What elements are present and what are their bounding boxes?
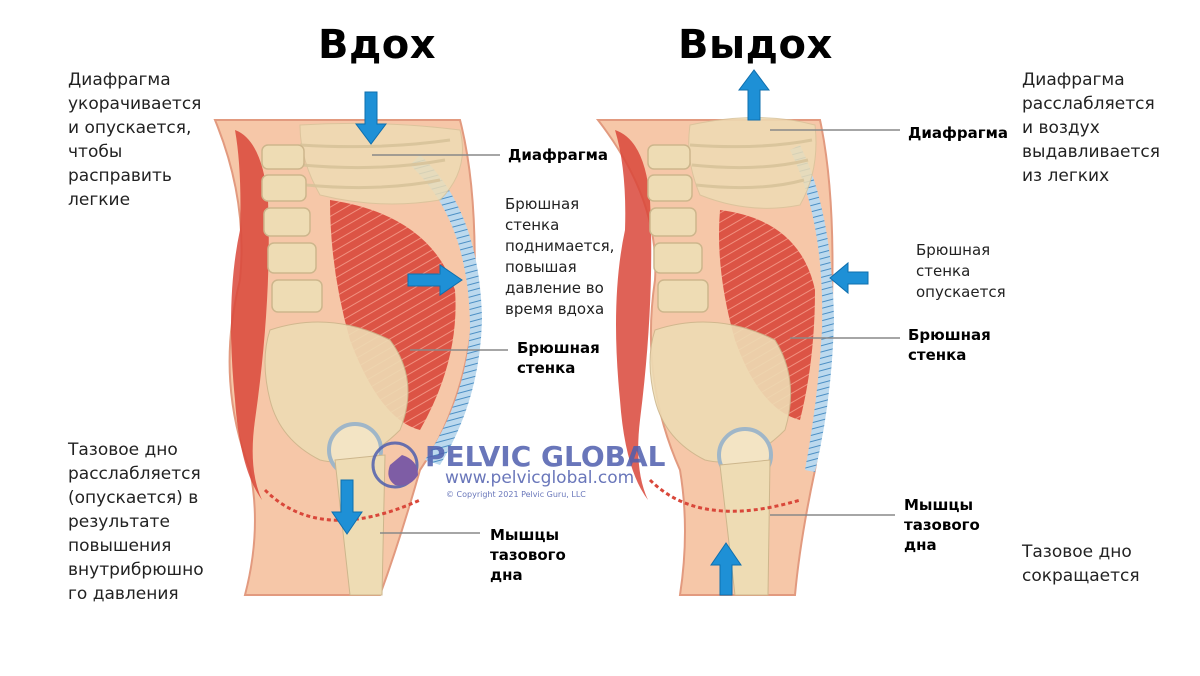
inhale-label-abdominal: Брюшная стенка: [517, 339, 600, 377]
watermark-copyright: © Copyright 2021 Pelvic Guru, LLC: [446, 490, 586, 499]
exhale-back-muscle: [615, 130, 652, 500]
exhale-diaphragm-note: Диафрагма расслабляется и воздух выдавли…: [1022, 70, 1160, 186]
watermark-logo-icon: [371, 441, 419, 489]
exhale-abdominal-in-arrow: [829, 261, 869, 295]
exhale-pelvic-up-arrow: [710, 542, 742, 596]
exhale-pelvic-floor: [648, 478, 801, 513]
inhale-abdominal-out-arrow: [407, 264, 463, 296]
exhale-pelvic-note: Тазовое дно сокращается: [1022, 542, 1140, 586]
inhale-pelvic-note: Тазовое дно расслабляется (опускается) в…: [68, 440, 204, 604]
inhale-back-muscle: [231, 130, 269, 500]
exhale-arrows: [710, 69, 869, 596]
inhale-pelvic-floor: [263, 488, 421, 522]
inhale-diaphragm-down-arrow: [355, 91, 387, 145]
exhale-abdominal-note: Брюшная стенка опускается: [916, 241, 1006, 301]
exhale-figure: [595, 69, 900, 596]
inhale-diaphragm-note: Диафрагма укорачивается и опускается, чт…: [68, 70, 202, 210]
inhale-label-pelvic: Мышцы тазового дна: [490, 526, 566, 584]
exhale-label-abdominal: Брюшная стенка: [908, 326, 991, 364]
inhale-arrows: [331, 91, 463, 535]
exhale-leader-lines: [770, 129, 900, 516]
inhale-title: Вдох: [318, 22, 437, 68]
inhale-leader-lines: [372, 154, 508, 534]
inhale-ribcage: [299, 122, 463, 205]
exhale-diaphragm-up-arrow: [738, 69, 770, 121]
exhale-abdominal-muscle: [719, 210, 815, 420]
inhale-abdominal-note: Брюшная стенка поднимается, повышая давл…: [505, 195, 615, 318]
inhale-abdominal-muscle: [330, 200, 456, 430]
exhale-label-pelvic: Мышцы тазового дна: [904, 496, 980, 554]
inhale-spine: [261, 144, 323, 313]
watermark-brand: PELVIC GLOBAL: [425, 440, 666, 473]
inhale-figure: [213, 91, 508, 596]
watermark-url: www.pelvicglobal.com: [445, 468, 635, 488]
exhale-abdominal-wall: [790, 145, 834, 472]
exhale-spine: [647, 144, 709, 313]
inhale-pelvic-down-arrow: [331, 479, 363, 535]
inhale-abdominal-wall: [410, 155, 482, 465]
inhale-label-diaphragm: Диафрагма: [508, 146, 608, 164]
exhale-label-diaphragm: Диафрагма: [908, 124, 1008, 142]
exhale-title: Выдох: [678, 22, 833, 68]
